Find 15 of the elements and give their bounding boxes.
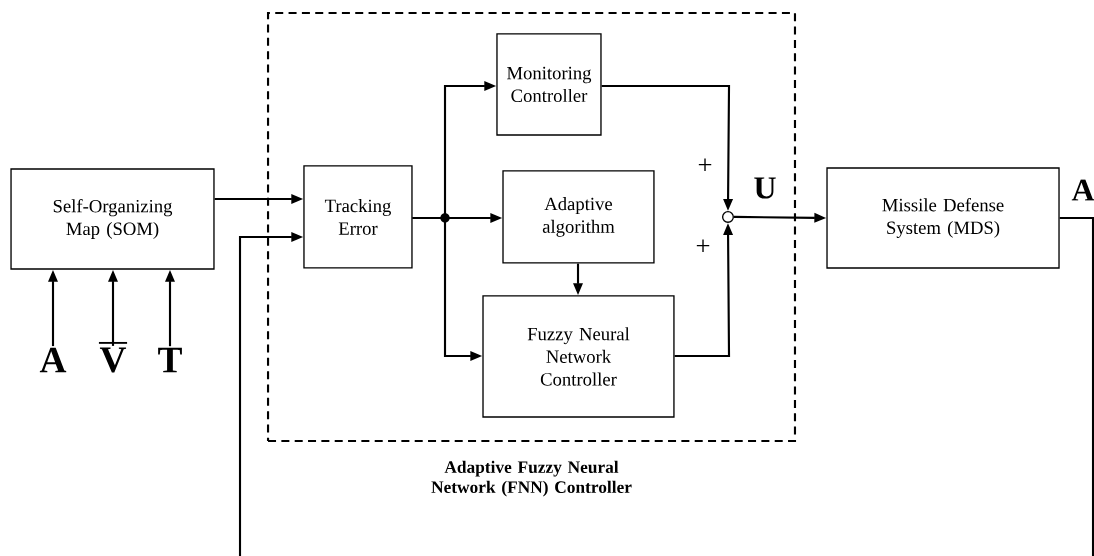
edge-label: A xyxy=(1070,178,1094,202)
process-box: Missile Defense System (MDS) xyxy=(826,167,1060,269)
edge-label: U xyxy=(752,176,778,200)
process-box: Tracking Error xyxy=(303,165,413,269)
process-box: Self-Organizing Map (SOM) xyxy=(10,168,215,270)
process-box: Monitoring Controller xyxy=(496,33,602,136)
sign-label: + xyxy=(698,158,712,171)
variable-symbol: A xyxy=(39,347,67,373)
summing-junction xyxy=(722,210,734,223)
block-title: Adaptive Fuzzy Neural Network (FNN) Controller xyxy=(431,460,632,497)
process-box: Adaptive algorithm xyxy=(502,170,655,264)
variable-symbol: T xyxy=(158,347,182,373)
process-box: Fuzzy Neural Network Controller xyxy=(482,295,675,418)
sign-label: + xyxy=(696,239,710,252)
arrow xyxy=(238,216,1094,556)
